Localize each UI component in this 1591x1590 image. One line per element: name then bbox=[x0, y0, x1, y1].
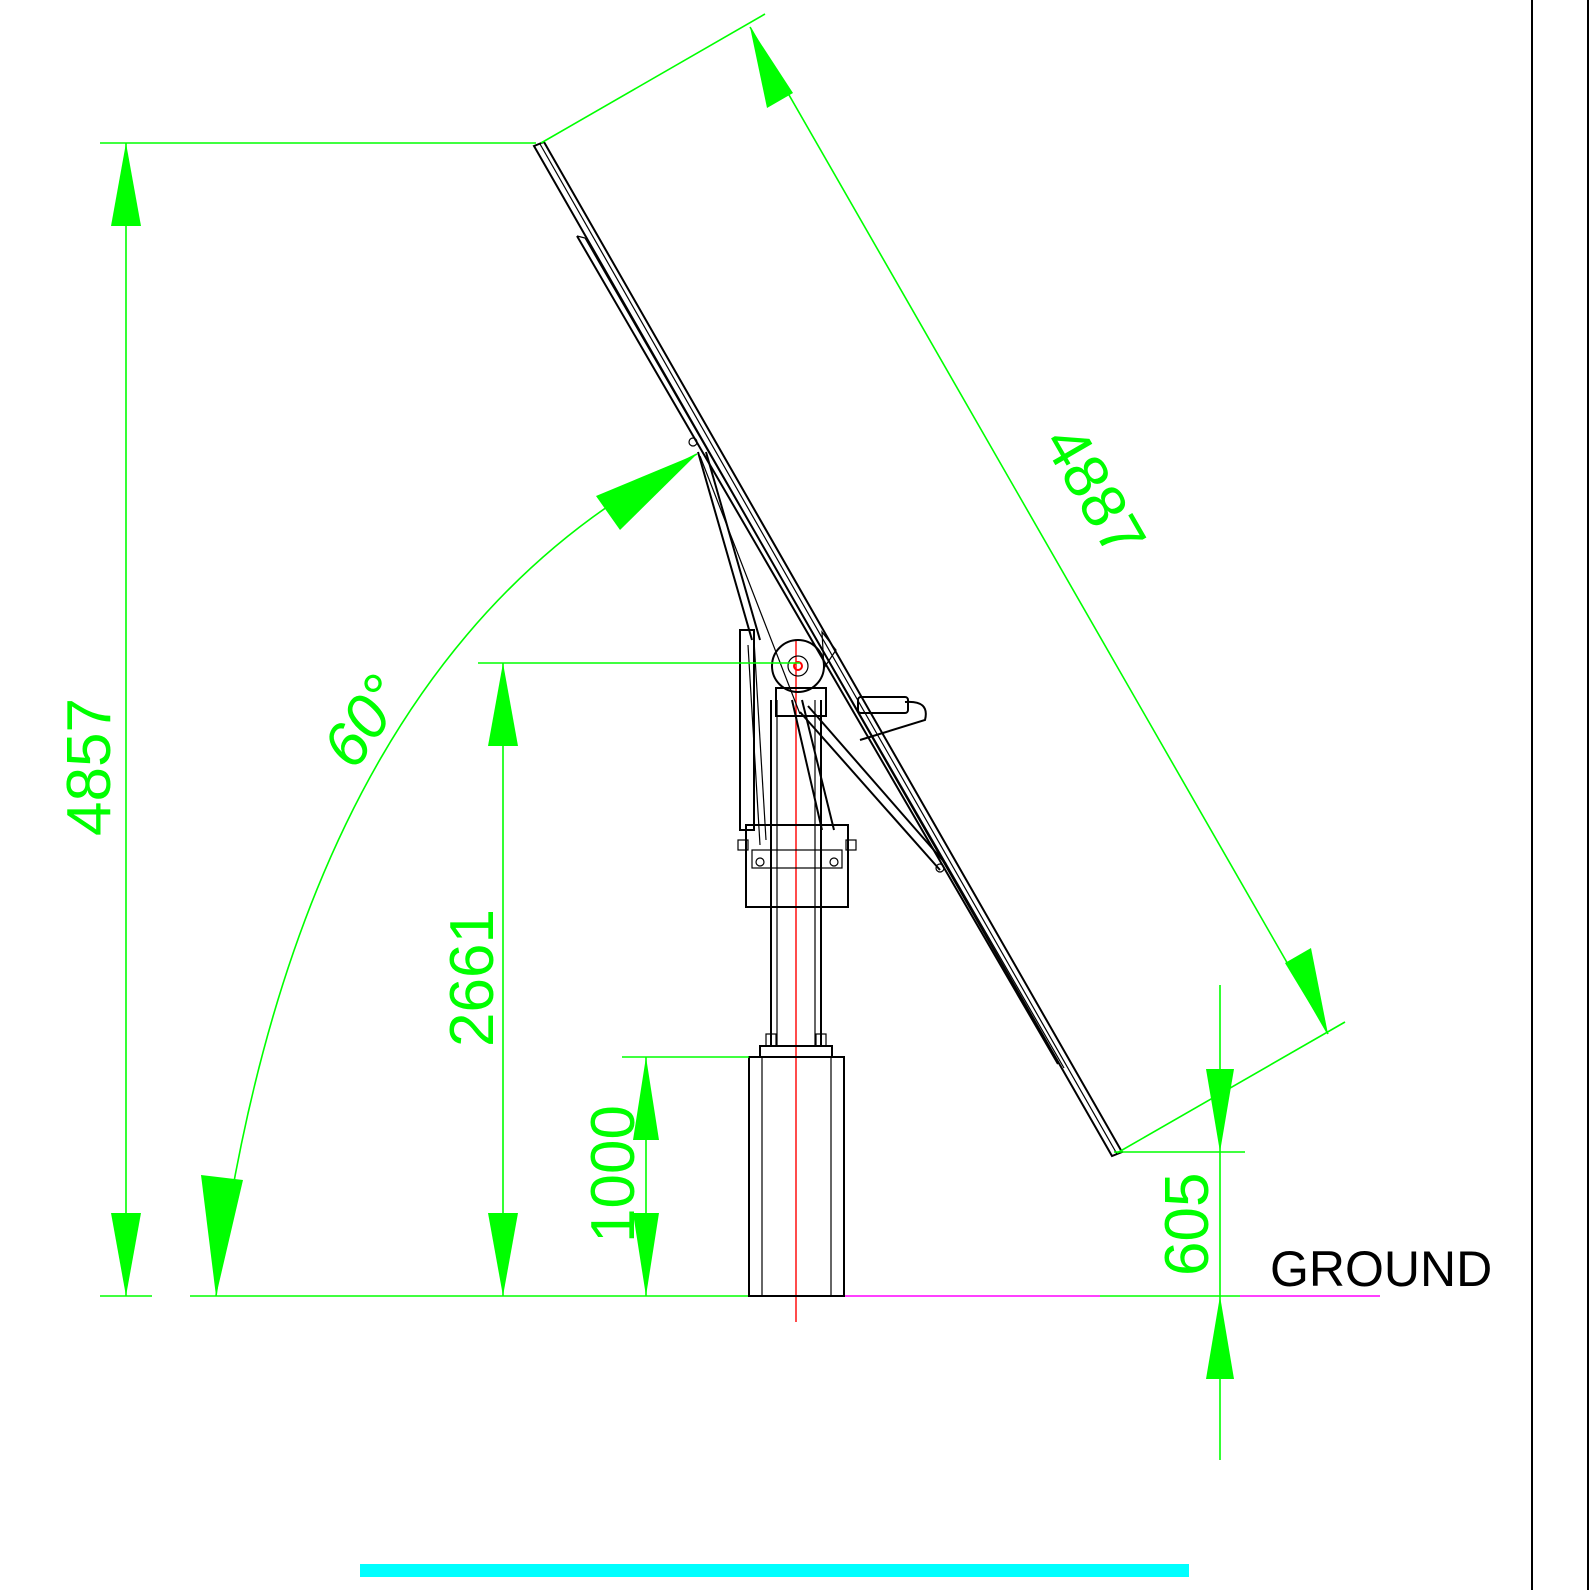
dim-label-pivot-height: 2661 bbox=[438, 909, 507, 1047]
dimension-total-height bbox=[100, 142, 536, 1296]
dimension-panel-length bbox=[540, 13, 1346, 1154]
panel-strut bbox=[688, 437, 801, 715]
steel-post bbox=[770, 700, 822, 1046]
dim-label-lower-edge-clearance: 605 bbox=[1153, 1173, 1222, 1276]
drawing-frame bbox=[1531, 0, 1589, 1590]
ground-label: GROUND bbox=[1270, 1241, 1492, 1297]
solar-panel bbox=[532, 140, 1124, 1158]
dimension-lower-edge-clearance bbox=[1114, 985, 1245, 1460]
dimension-tilt-angle bbox=[201, 453, 698, 1297]
dim-label-tilt-angle: 60° bbox=[309, 664, 419, 780]
dimension-pivot-height bbox=[478, 662, 800, 1296]
dim-label-panel-length: 4887 bbox=[1030, 415, 1159, 569]
bottom-highlight-bar bbox=[360, 1564, 1189, 1577]
dimension-foundation-height bbox=[622, 1056, 749, 1296]
dim-label-foundation-height: 1000 bbox=[579, 1105, 648, 1243]
dim-label-total-height: 4857 bbox=[55, 698, 124, 836]
